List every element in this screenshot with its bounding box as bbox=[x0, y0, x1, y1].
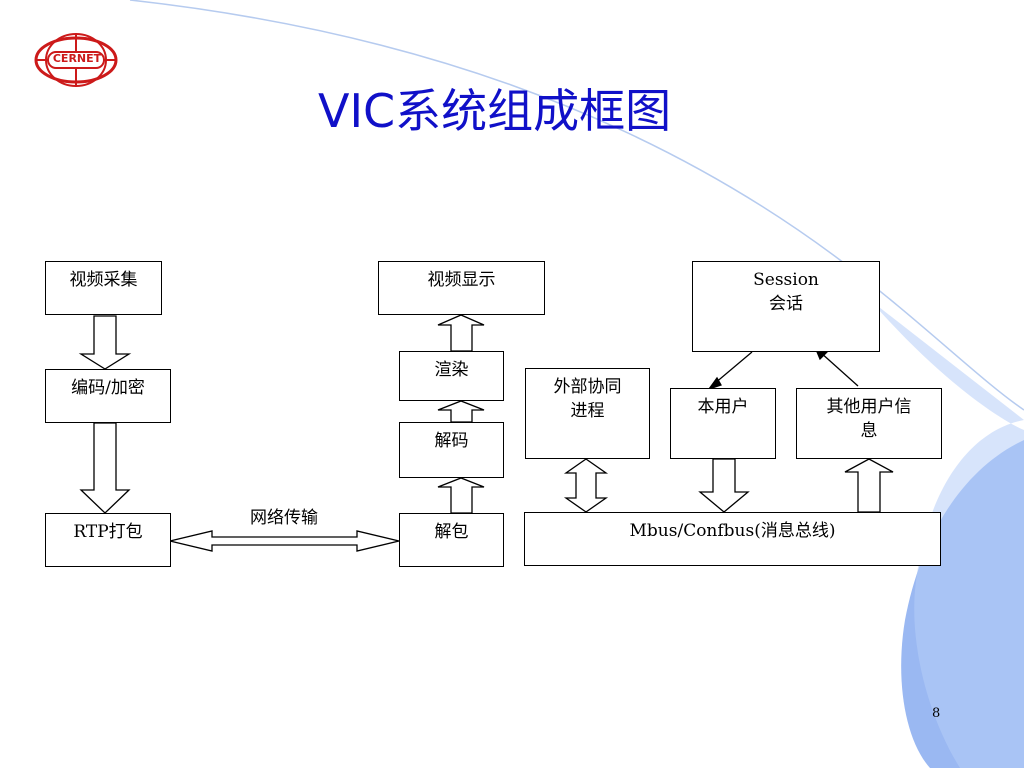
box-session: Session 会话 bbox=[692, 261, 880, 352]
box-local-user: 本用户 bbox=[670, 388, 776, 459]
arrowhead-localuser bbox=[707, 376, 722, 391]
box-video-capture-label: 视频采集 bbox=[69, 270, 138, 290]
box-encode-encrypt: 编码/加密 bbox=[45, 369, 171, 423]
slide-title: VIC系统组成框图 bbox=[318, 84, 672, 138]
box-local-user-label: 本用户 bbox=[697, 397, 749, 417]
arrow-capture-to-encode bbox=[78, 315, 132, 370]
light-swoosh bbox=[870, 300, 1024, 768]
arrow-depacket-to-decode bbox=[437, 477, 485, 514]
box-render: 渲染 bbox=[399, 351, 504, 401]
box-session-label-line1: Session bbox=[753, 270, 819, 290]
box-other-users: 其他用户信 息 bbox=[796, 388, 942, 459]
arrow-external-bus-bidirectional bbox=[563, 458, 609, 513]
arrow-localuser-to-bus bbox=[698, 458, 750, 513]
cernet-logo bbox=[34, 33, 118, 87]
box-other-users-label-line2: 息 bbox=[860, 421, 878, 441]
arc-line bbox=[129, 0, 1024, 411]
arrow-decode-to-render bbox=[437, 400, 485, 423]
box-video-display: 视频显示 bbox=[378, 261, 545, 315]
arrow-bus-to-otherusers bbox=[844, 458, 894, 513]
box-external-process-label-line1: 外部协同 bbox=[553, 377, 622, 397]
logo-text: CERNET bbox=[52, 52, 102, 65]
arrow-encode-to-rtp bbox=[79, 422, 131, 514]
box-decode: 解码 bbox=[399, 422, 504, 478]
page-number: 8 bbox=[932, 706, 941, 721]
line-otherusers-to-session bbox=[819, 351, 859, 387]
box-render-label: 渲染 bbox=[434, 360, 469, 380]
box-encode-encrypt-label: 编码/加密 bbox=[71, 378, 145, 398]
box-external-process: 外部协同 进程 bbox=[525, 368, 650, 459]
box-rtp-packetize: RTP打包 bbox=[45, 513, 171, 567]
box-video-capture: 视频采集 bbox=[45, 261, 162, 315]
line-session-to-localuser bbox=[713, 351, 753, 385]
arrow-network-bidirectional bbox=[169, 530, 400, 552]
box-depacketize: 解包 bbox=[399, 513, 504, 567]
box-session-label-line2: 会话 bbox=[769, 294, 803, 314]
box-other-users-label-line1: 其他用户信 bbox=[826, 397, 912, 417]
box-rtp-packetize-label: RTP打包 bbox=[73, 522, 143, 542]
box-video-display-label: 视频显示 bbox=[427, 270, 496, 290]
network-transfer-label: 网络传输 bbox=[250, 508, 318, 528]
box-message-bus-label: Mbus/Confbus(消息总线) bbox=[629, 521, 836, 541]
arrow-render-to-display bbox=[437, 314, 485, 352]
box-external-process-label-line2: 进程 bbox=[570, 401, 605, 421]
box-message-bus: Mbus/Confbus(消息总线) bbox=[524, 512, 941, 566]
box-depacketize-label: 解包 bbox=[434, 522, 469, 542]
box-decode-label: 解码 bbox=[434, 431, 469, 451]
